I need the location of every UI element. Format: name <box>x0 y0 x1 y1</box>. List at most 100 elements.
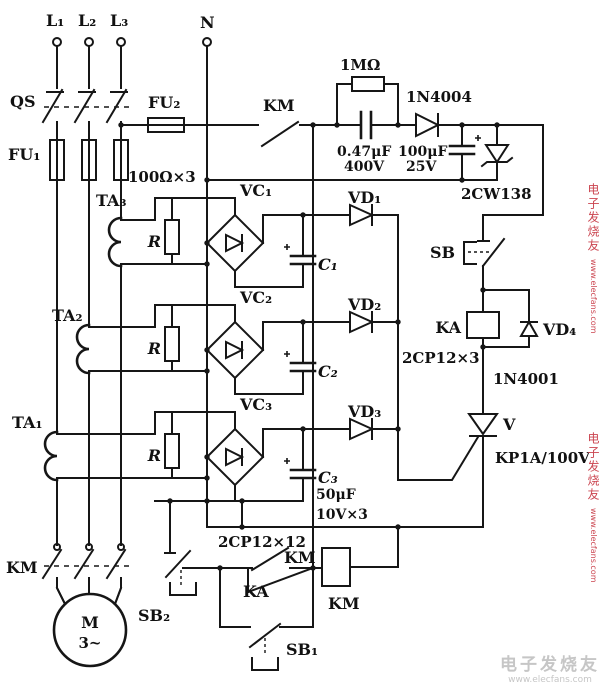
burden-resistor-2-label: R <box>147 339 161 358</box>
fu2-label: FU₂ <box>148 93 180 112</box>
cap-voltage-note: 10V×3 <box>316 507 368 523</box>
motor: M 3~ <box>52 586 128 668</box>
plus-mark <box>284 244 290 250</box>
bridge-vc1-diode <box>225 233 245 253</box>
terminal-label-l1: L₁ <box>46 11 64 30</box>
ka-coil-label: KA <box>435 318 461 337</box>
filter-cap-voltage: 25V <box>406 159 437 175</box>
fu2-fuse: FU₂ <box>120 93 259 133</box>
diode-vd2-label: VD₂ <box>347 295 381 314</box>
cap-c1-label: C₁ <box>318 255 338 274</box>
bridge-vc2-diode <box>225 340 245 360</box>
dc-plus-drop <box>482 124 544 233</box>
scr-type-label: KP1A/100V <box>495 449 590 467</box>
ka-contact-label: KA <box>243 582 269 601</box>
motor-phase-label: 3~ <box>78 634 101 652</box>
km-holding-label: KM <box>284 548 316 567</box>
control-row: SB₂ KM KA SB₁ KM <box>138 546 360 671</box>
diode-vd3-label: VD₃ <box>347 402 381 421</box>
plus-mark <box>284 351 290 357</box>
sb-actuator <box>463 241 477 265</box>
km-main-contacts: KM <box>6 543 132 580</box>
watermark-brand: 电子发烧友 <box>586 432 600 502</box>
filter-cap-value: 100μF <box>398 144 447 160</box>
supply-terminals: L₁ L₂ L₃ N <box>46 11 215 47</box>
diode-vd1 <box>349 203 375 227</box>
diode-type-note: 2CP12×3 <box>402 349 480 367</box>
bridge-vc3-label: VC₃ <box>239 395 272 414</box>
zener-2cw138: 2CW138 <box>461 124 532 203</box>
terminal-circle-n <box>202 37 212 47</box>
diode-vd3 <box>349 417 375 441</box>
diode-vd2 <box>349 310 375 334</box>
burden-resistor-3 <box>164 433 180 469</box>
bridge-vc3 <box>205 427 265 487</box>
cap-c2-label: C₂ <box>318 362 338 381</box>
ka-relay: KA VD₄ 2CP12×3 1N4001 <box>402 289 576 415</box>
ct-coil-ta2 <box>75 323 91 375</box>
qs-isolator-switch: QS <box>10 88 130 124</box>
vd4-type-label: 1N4001 <box>493 370 559 388</box>
watermark-brand: 电子发烧友 <box>500 655 600 675</box>
rectifier-diode-1n4004: 1N4004 <box>406 88 544 138</box>
sb-test-button: SB <box>430 231 506 291</box>
plus-mark <box>475 135 481 141</box>
terminal-label-l2: L₂ <box>78 11 96 30</box>
burden-resistor-2 <box>164 326 180 362</box>
burden-resistor-3-label: R <box>147 446 161 465</box>
terminal-circle-l3 <box>116 37 126 47</box>
ct-coil-ta1 <box>43 430 59 482</box>
channel-1: TA₃ R VC₁ C₁ VD₁ <box>96 181 399 288</box>
channel-3: TA₁ R VC₃ C₃ 50μF 10V×3 VD₃ <box>12 395 399 523</box>
zener-triangle <box>484 144 510 164</box>
sb2-label: SB₂ <box>138 606 170 625</box>
gate-bus <box>397 214 480 481</box>
rectifier-diode-label: 1N4004 <box>406 88 472 106</box>
vd4-label: VD₄ <box>542 320 576 339</box>
bridge-vc3-diode <box>225 447 245 467</box>
snubber-cap-voltage: 400V <box>344 159 385 175</box>
motor-label: M <box>81 613 99 632</box>
phase-lines <box>56 45 208 606</box>
ct-label-ta3: TA₃ <box>96 191 126 210</box>
cap-c2-plates <box>289 361 317 373</box>
bridge-type-note: 2CP12×12 <box>218 533 306 551</box>
watermark-url: www.elecfans.com <box>508 675 592 685</box>
channel-2: TA₂ R VC₂ C₂ VD₂ <box>52 288 399 395</box>
diode-triangle <box>415 112 441 138</box>
diode-vd1-label: VD₁ <box>347 188 381 207</box>
sb2-actuator <box>169 582 197 596</box>
cap-c1-plates <box>289 254 317 266</box>
plus-mark <box>284 458 290 464</box>
km-main-label: KM <box>6 558 38 577</box>
scr-triangle <box>467 413 499 436</box>
bridge-vc2-label: VC₂ <box>239 288 272 307</box>
rc-snubber: 1MΩ 0.47μF 400V <box>336 56 417 175</box>
watermark-right-lower: 电子发烧友 www.elecfans.com <box>585 432 601 583</box>
sb1-actuator <box>251 657 279 671</box>
snubber-resistor-body <box>351 76 385 92</box>
watermark-brand: 电子发烧友 <box>586 183 600 253</box>
scr-thyristor: V KP1A/100V <box>467 413 590 528</box>
burden-resistor-1 <box>164 219 180 255</box>
filter-cap-plates <box>448 144 476 156</box>
sb-label: SB <box>430 243 455 262</box>
km-top-label: KM <box>263 96 295 115</box>
watermark-url: www.elecfans.com <box>589 508 598 583</box>
cap-value-note: 50μF <box>316 487 356 503</box>
ct-label-ta1: TA₁ <box>12 413 42 432</box>
fu1-fuses: FU₁ <box>8 139 129 181</box>
cap-c3-label: C₃ <box>318 468 338 487</box>
bridge-vc1 <box>205 213 265 273</box>
return-rail <box>169 500 484 568</box>
motor-circle <box>52 592 128 668</box>
burden-resistor-1-label: R <box>147 232 161 251</box>
terminal-label-n: N <box>200 13 215 32</box>
zener-label: 2CW138 <box>461 185 532 203</box>
sb1-label: SB₁ <box>286 640 318 659</box>
qs-label: QS <box>10 92 36 111</box>
scr-label: V <box>502 415 516 434</box>
burden-note: 100Ω×3 <box>128 168 196 186</box>
